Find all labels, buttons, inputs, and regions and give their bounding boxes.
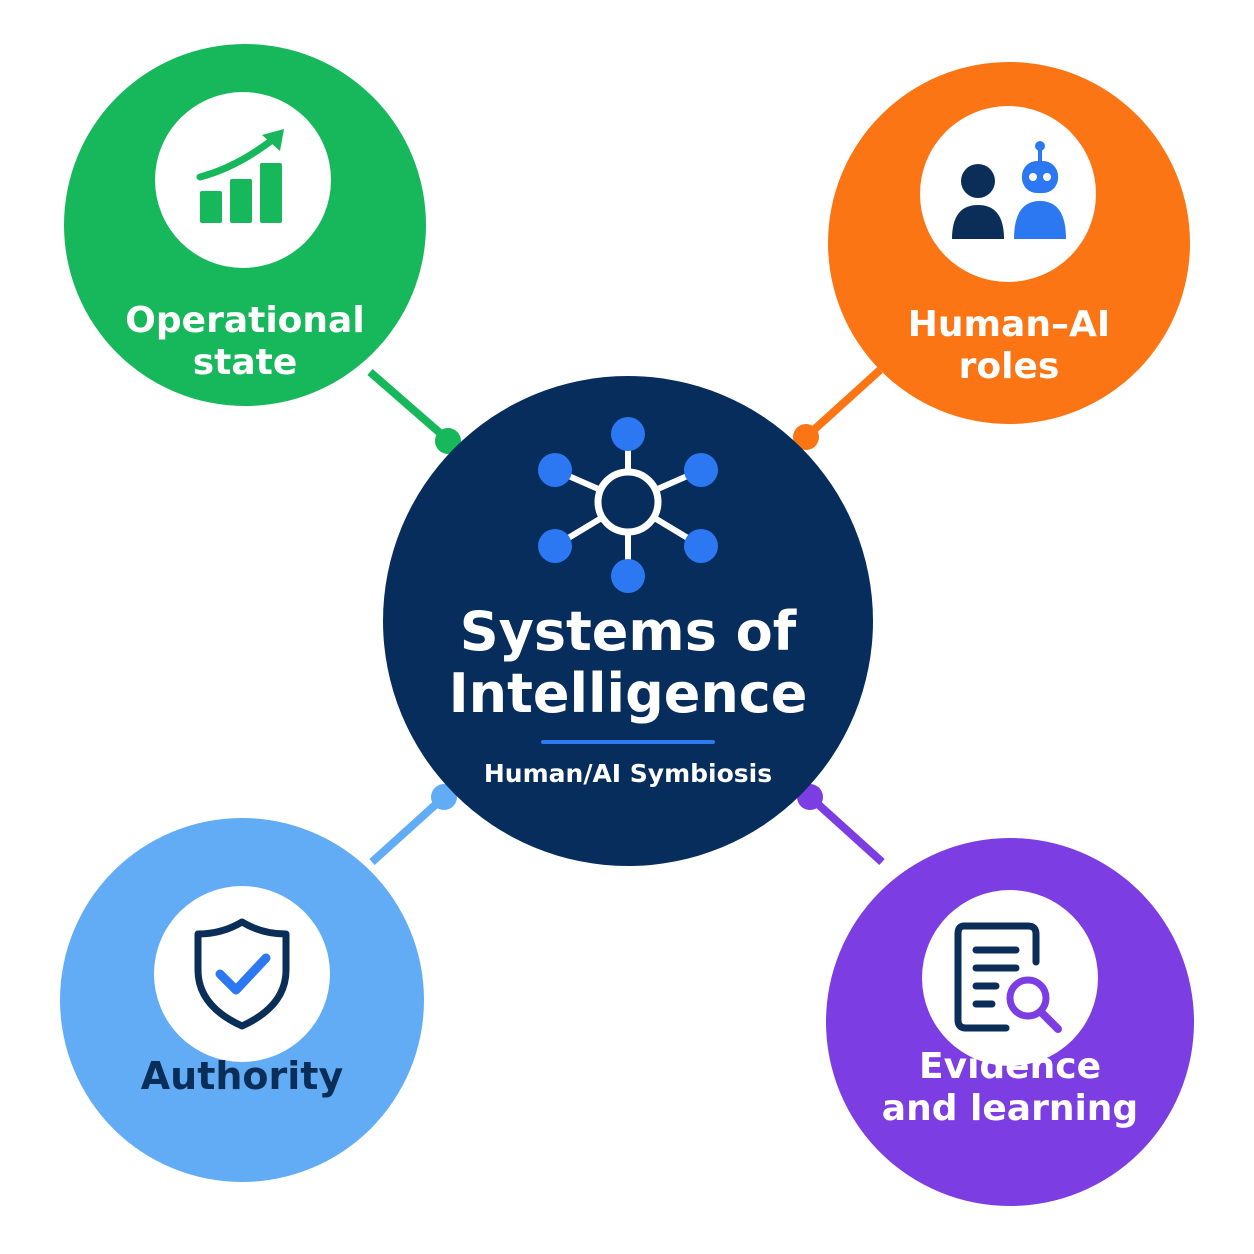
- label-line-1: Evidence: [919, 1046, 1101, 1087]
- hub-systems-of-intelligence: Systems of Intelligence Human/AI Symbios…: [383, 376, 873, 866]
- connector-operational-state: [367, 368, 461, 454]
- node-operational-state: Operational state: [64, 44, 426, 406]
- connector-authority: [369, 784, 457, 865]
- node-authority: Authority: [60, 818, 424, 1182]
- label-line-2: state: [192, 342, 298, 383]
- node-human-ai-roles: Human–AI roles: [828, 62, 1190, 424]
- hub-title-line-1: Systems of: [459, 600, 797, 663]
- hub-title: Systems of Intelligence: [383, 601, 873, 725]
- hub-subtitle: Human/AI Symbiosis: [483, 759, 773, 788]
- hub-title-line-2: Intelligence: [448, 662, 808, 725]
- growth-chart-icon: [155, 92, 331, 268]
- node-label: Evidence and learning: [826, 1046, 1194, 1130]
- document-search-icon: [922, 890, 1098, 1066]
- label-line-1: Authority: [140, 1054, 344, 1098]
- connector-human-ai-roles: [793, 367, 883, 450]
- node-label: Operational state: [64, 300, 426, 384]
- hub-divider: [541, 740, 715, 744]
- label-line-1: Human–AI: [907, 304, 1111, 345]
- label-line-1: Operational: [125, 300, 365, 341]
- connector-evidence-and-learning: [797, 784, 885, 865]
- node-label: Authority: [60, 1055, 424, 1097]
- node-label: Human–AI roles: [828, 304, 1190, 388]
- human-and-robot-icon: [920, 106, 1096, 282]
- network-hub-icon: [538, 417, 718, 593]
- shield-check-icon: [154, 886, 330, 1062]
- label-line-2: roles: [958, 346, 1060, 387]
- node-evidence-and-learning: Evidence and learning: [826, 838, 1194, 1206]
- label-line-2: and learning: [881, 1088, 1139, 1129]
